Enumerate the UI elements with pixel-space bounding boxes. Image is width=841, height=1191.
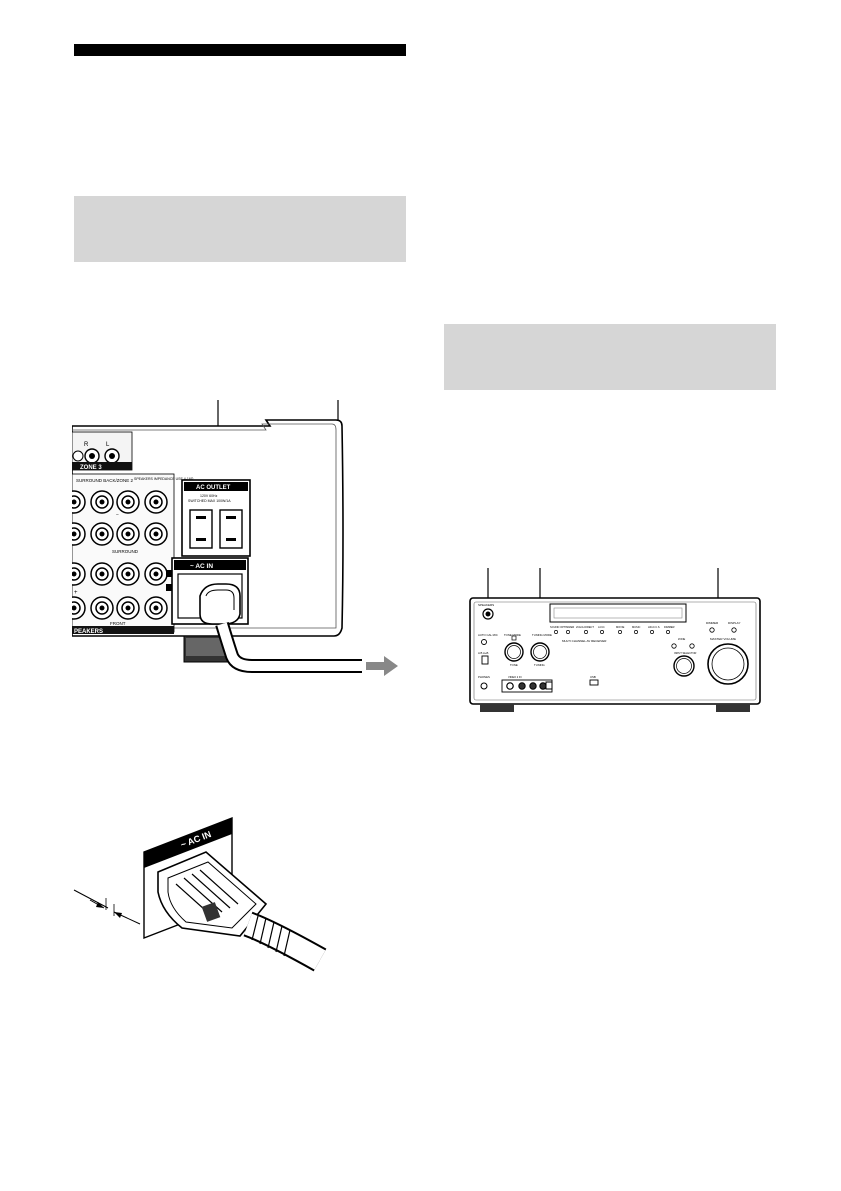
- mark-plus: +: [74, 590, 78, 596]
- speaker-selector-switch[interactable]: [481, 655, 489, 665]
- terminal-r-label: R: [84, 442, 89, 448]
- front-panel-illustration: SPEAKERS SOUND OPTIMIZER 2CH/A.DIRECT A.…: [469, 568, 761, 712]
- front-foot-left: [480, 704, 514, 712]
- model-text: MULTI CHANNEL AV RECEIVER: [562, 639, 607, 643]
- sound-opt-label: SOUND OPTIMIZER: [550, 625, 574, 629]
- zone-button-2[interactable]: [689, 643, 695, 649]
- usb-label: USB: [590, 675, 596, 679]
- afd-label: A.F.D.: [598, 625, 605, 629]
- outlet-socket-2: [219, 509, 243, 549]
- plug-closeup-illustration: ~ AC IN: [73, 816, 327, 972]
- surround-back-label: SURROUND BACK/ZONE 2: [76, 478, 134, 483]
- speakers-btn-label: SPEAKERS: [478, 603, 494, 607]
- dimmer-label: DIMMER: [664, 625, 675, 629]
- music-label: MUSIC: [632, 625, 640, 629]
- zone3-label: ZONE 3: [80, 465, 102, 471]
- speaker-ab-label: A B A+B: [478, 651, 488, 655]
- gap-dimension-marker: [73, 889, 141, 925]
- input-selector-knob[interactable]: [673, 655, 695, 677]
- front-foot-right: [716, 704, 750, 712]
- outlet-socket-1: [189, 509, 213, 549]
- dimmer-btn-label: DIMMER: [706, 621, 719, 625]
- usb-port[interactable]: [589, 679, 599, 686]
- speakers-impedance-label: SPEAKERS IMPEDANCE USE 4-16Ω: [134, 477, 194, 481]
- terminal-row-surround: [72, 522, 168, 546]
- rear-panel-illustration: R L ZONE 3 SURROUND BACK/ZONE 2 SPEAKERS…: [72, 400, 398, 676]
- display-btn-label: DISPLAY: [728, 621, 740, 625]
- subsection-heading-box-right: [444, 324, 776, 390]
- section-heading-rule: [74, 44, 406, 56]
- ac-outlet-spec2: SWITCHED MAX 100W/1A: [188, 499, 231, 503]
- input-selector-label: INPUT SELECTOR: [674, 651, 697, 655]
- display-button[interactable]: [731, 627, 737, 633]
- auto-cal-jack[interactable]: [481, 639, 487, 645]
- twochannel-label: 2CH/A.DIRECT: [576, 625, 594, 629]
- zone-label: ZONE: [678, 637, 685, 641]
- display-window: [549, 603, 687, 623]
- tone-label: TONE: [510, 663, 518, 667]
- movie-label: MOVIE: [616, 625, 625, 629]
- master-volume-label: MASTER VOLUME: [710, 637, 736, 641]
- direction-arrow-icon: [366, 656, 398, 676]
- zone-button-1[interactable]: [671, 643, 677, 649]
- ac-outlet-spec1: 120V 60Hz: [200, 494, 218, 498]
- subsection-heading-box-left: [74, 196, 406, 262]
- ac-outlet: AC OUTLET 120V 60Hz SWITCHED MAX 100W/1A: [181, 479, 251, 557]
- master-volume-knob[interactable]: [707, 643, 749, 685]
- ac-outlet-title: AC OUTLET: [196, 485, 231, 491]
- tuning-mode-label: TUNING MODE: [532, 633, 552, 637]
- phones-label: PHONES: [478, 675, 490, 679]
- speakers-partial-label: PEAKERS: [74, 629, 103, 635]
- terminal-row-front-a: [72, 596, 168, 620]
- terminal-l-label: L: [106, 442, 110, 448]
- terminal-row-surround-back: [72, 490, 168, 514]
- tone-mode-label: TONE MODE: [504, 633, 521, 637]
- auto-cal-label: AUTO CAL MIC: [478, 633, 498, 637]
- mark-minus-1: −: [116, 512, 119, 518]
- video2-in-label: VIDEO 2 IN: [508, 675, 522, 679]
- terminal-row-front-b: [72, 562, 168, 586]
- mode-buttons: SOUND OPTIMIZER 2CH/A.DIRECT A.F.D. MOVI…: [550, 625, 675, 634]
- hd-dcs-label: HD-D.C.S.: [648, 625, 661, 629]
- plug-cord: [243, 911, 327, 972]
- front-label: FRONT: [110, 621, 126, 626]
- receiver-body: [469, 597, 761, 705]
- surround-label: SURROUND: [112, 549, 139, 554]
- dimmer-button[interactable]: [709, 627, 715, 633]
- tuning-label: TUNING: [534, 663, 545, 667]
- ac-in-label: ~ AC IN: [190, 563, 213, 570]
- phones-jack[interactable]: [480, 682, 488, 690]
- power-cord: [199, 583, 362, 673]
